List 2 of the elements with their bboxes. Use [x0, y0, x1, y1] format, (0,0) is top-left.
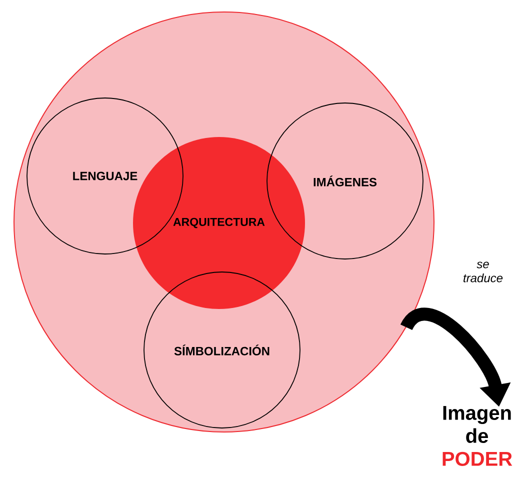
edge-label: se traduce: [464, 262, 503, 282]
result-text: Imagen de PODER: [442, 406, 512, 466]
